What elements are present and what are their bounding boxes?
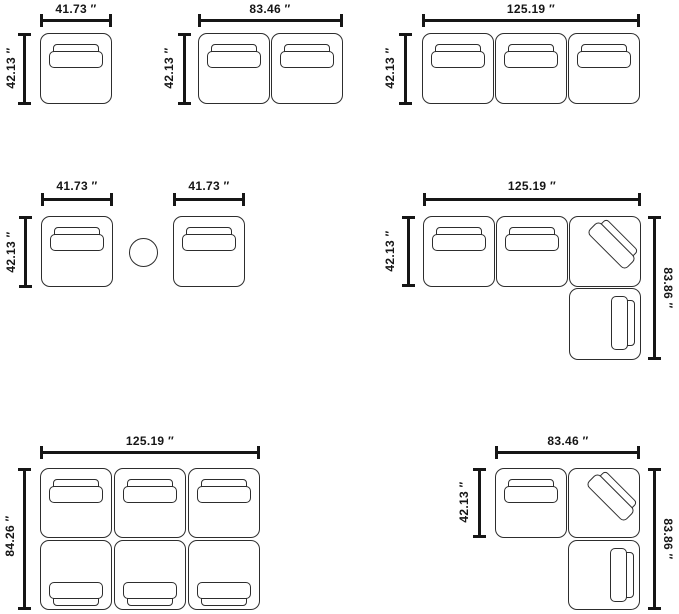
sofa-module	[198, 33, 270, 104]
width-dimension-label: 83.46 ″	[249, 2, 291, 16]
height-dimension-line-right	[648, 216, 661, 360]
width-dimension-label: 41.73 ″	[56, 179, 98, 193]
seat-cushion-icon	[123, 582, 177, 606]
sofa-module	[114, 468, 186, 538]
width-dimension-line	[423, 193, 641, 206]
seat-cushion-icon	[504, 44, 558, 68]
width-dimension-line	[173, 193, 245, 206]
sofa-module	[422, 33, 494, 104]
width-dimension-label: 125.19 ″	[506, 2, 556, 16]
round-table-icon	[129, 238, 158, 267]
sofa-module	[188, 468, 260, 538]
width-dimension-label: 125.19 ″	[507, 179, 557, 193]
sofa-module	[568, 540, 640, 610]
sofa-module	[423, 216, 495, 287]
height-dimension-label-right: 83.86 ″	[661, 518, 675, 560]
height-dimension-line	[19, 216, 32, 288]
sofa-module	[40, 540, 112, 610]
height-dimension-line	[399, 33, 412, 105]
width-dimension-line	[40, 14, 112, 27]
width-dimension-line	[422, 14, 640, 27]
seat-cushion-icon	[49, 582, 103, 606]
sofa-module	[271, 33, 343, 104]
sofa-module	[569, 288, 641, 360]
seat-cushion-icon	[505, 227, 559, 251]
height-dimension-label-right: 83.86 ″	[661, 267, 675, 309]
corner-module	[569, 216, 641, 287]
seat-cushion-icon	[197, 479, 251, 503]
seat-cushion-icon	[197, 582, 251, 606]
seat-cushion-icon	[207, 44, 261, 68]
height-dimension-line-right	[648, 468, 661, 610]
seat-cushion-icon	[49, 44, 103, 68]
sofa-module	[568, 33, 640, 104]
height-dimension-line	[178, 33, 191, 105]
sofa-module	[495, 468, 567, 538]
seat-cushion-icon	[49, 479, 103, 503]
sofa-module	[188, 540, 260, 610]
height-dimension-label: 42.13 ″	[4, 47, 18, 89]
corner-cushion-icon	[586, 215, 641, 271]
height-dimension-label: 42.13 ″	[383, 47, 397, 89]
seat-cushion-icon	[50, 227, 104, 251]
sofa-module	[496, 216, 568, 287]
width-dimension-label: 41.73 ″	[188, 179, 230, 193]
sofa-module	[173, 216, 245, 287]
corner-module	[568, 468, 640, 538]
sofa-module	[40, 468, 112, 538]
seat-cushion-icon	[611, 296, 635, 350]
height-dimension-label-left: 42.13 ″	[383, 230, 397, 272]
height-dimension-label-left: 42.13 ″	[457, 481, 471, 523]
seat-cushion-icon	[431, 44, 485, 68]
width-dimension-line	[198, 14, 343, 27]
height-dimension-line	[18, 468, 31, 610]
sofa-module	[40, 33, 112, 104]
seat-cushion-icon	[610, 548, 634, 602]
seat-cushion-icon	[432, 227, 486, 251]
height-dimension-label: 42.13 ″	[4, 231, 18, 273]
width-dimension-line	[41, 193, 113, 206]
seat-cushion-icon	[280, 44, 334, 68]
sofa-module	[495, 33, 567, 104]
width-dimension-line	[495, 446, 640, 459]
height-dimension-label: 42.13 ″	[162, 47, 176, 89]
width-dimension-label: 83.46 ″	[547, 434, 589, 448]
width-dimension-line	[40, 446, 260, 459]
height-dimension-line-left	[402, 216, 415, 287]
sofa-module	[41, 216, 113, 287]
width-dimension-label: 125.19 ″	[125, 434, 175, 448]
sofa-module	[114, 540, 186, 610]
seat-cushion-icon	[577, 44, 631, 68]
width-dimension-label: 41.73 ″	[55, 2, 97, 16]
seat-cushion-icon	[123, 479, 177, 503]
corner-cushion-icon	[585, 467, 640, 523]
seat-cushion-icon	[182, 227, 236, 251]
height-dimension-line-left	[473, 468, 486, 538]
height-dimension-line	[18, 33, 31, 105]
seat-cushion-icon	[504, 479, 558, 503]
height-dimension-label: 84.26 ″	[3, 515, 17, 557]
